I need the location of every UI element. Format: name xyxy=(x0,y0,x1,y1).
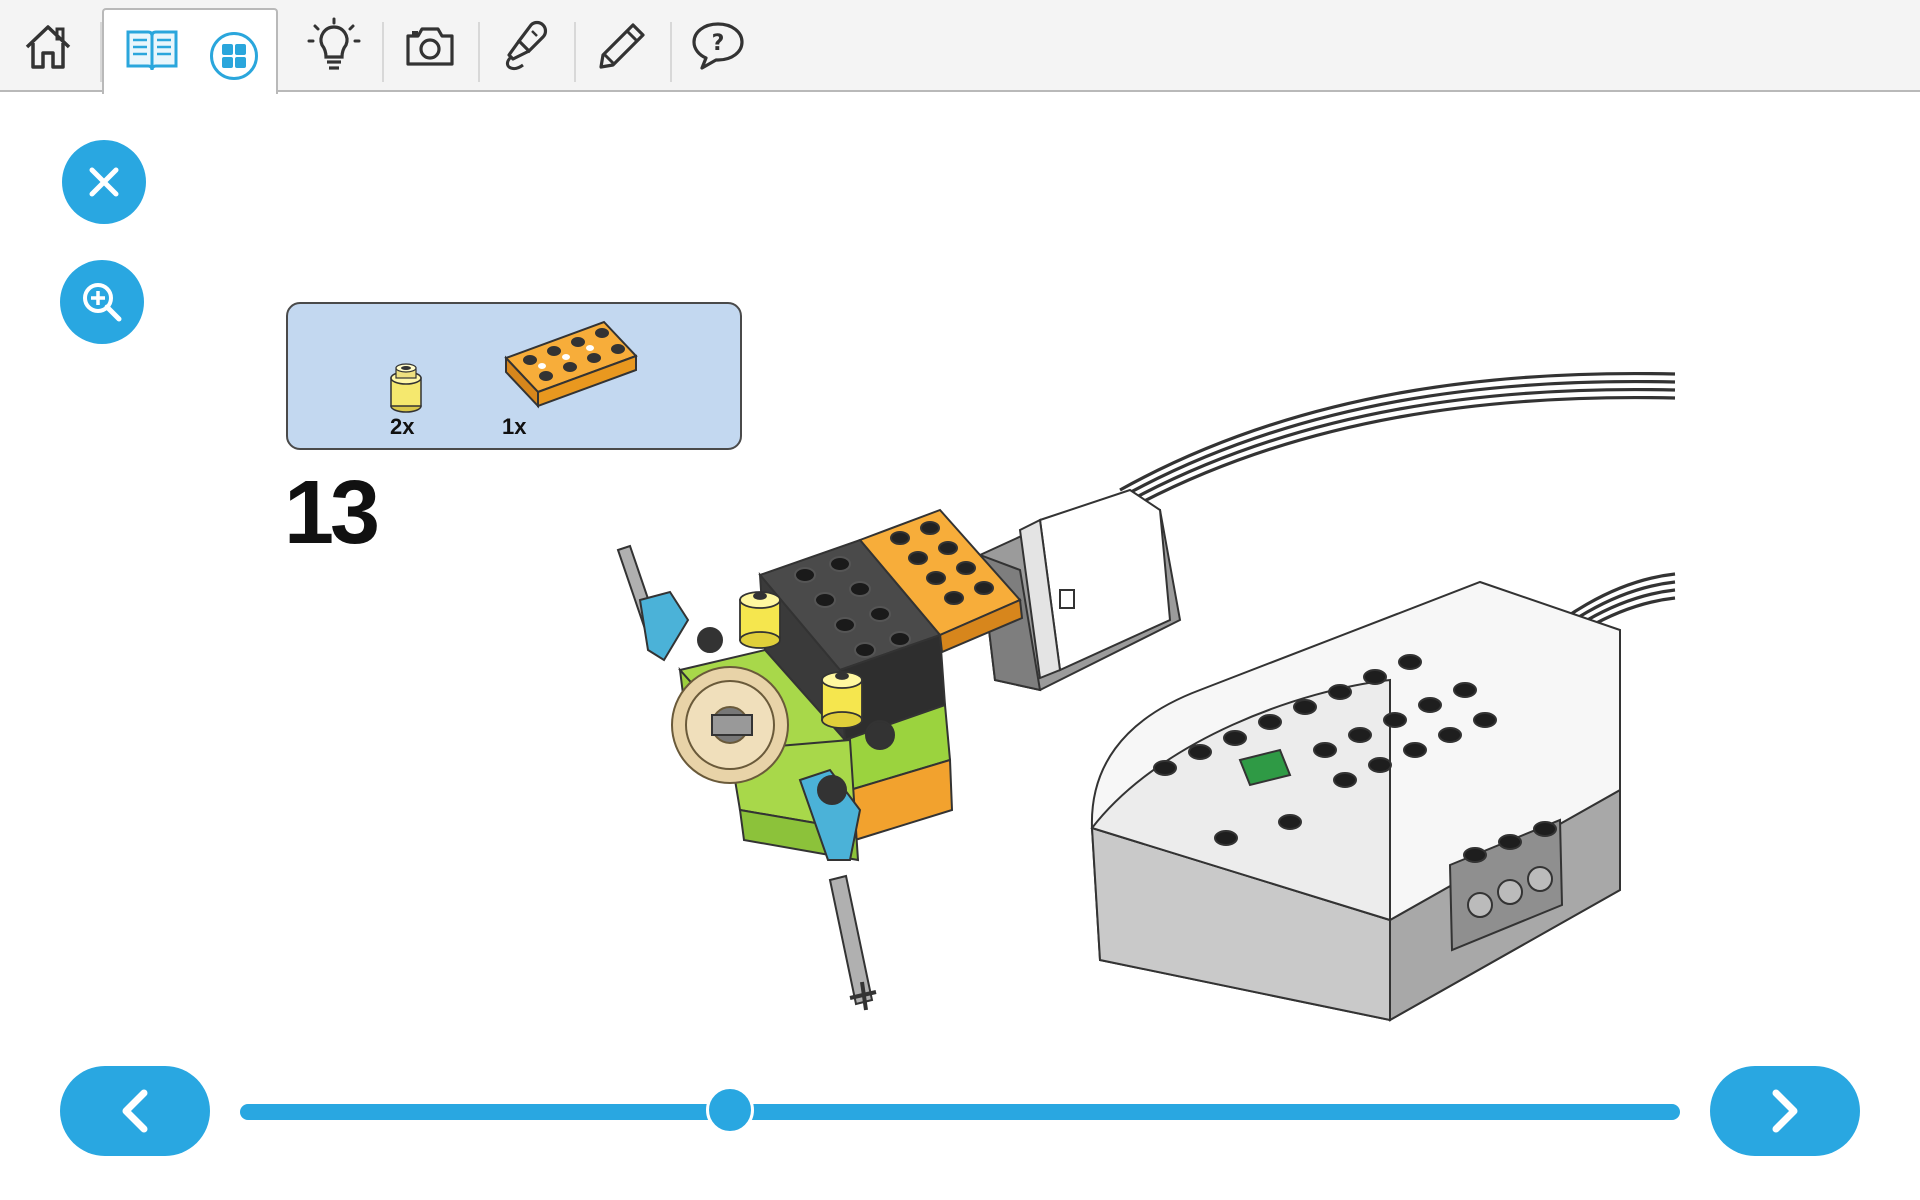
chevron-left-icon xyxy=(118,1089,152,1133)
book-icon xyxy=(124,26,180,74)
close-button[interactable] xyxy=(62,140,146,224)
step-number: 13 xyxy=(284,463,380,563)
svg-text:?: ? xyxy=(712,31,725,56)
record-button[interactable] xyxy=(478,0,574,92)
step-slider-track[interactable] xyxy=(240,1104,1680,1120)
camera-button[interactable] xyxy=(382,0,478,92)
top-toolbar: ? xyxy=(0,0,1920,94)
microphone-icon xyxy=(501,19,551,73)
step-slider-thumb[interactable] xyxy=(705,1086,754,1134)
round-plate-1x1-transparent-yellow-icon xyxy=(388,362,424,414)
pencil-icon xyxy=(597,21,647,71)
model-illustration xyxy=(600,360,1690,1040)
help-chat-icon: ? xyxy=(690,20,746,72)
ideas-button[interactable] xyxy=(286,0,382,92)
chevron-right-icon xyxy=(1768,1089,1802,1133)
home-button[interactable] xyxy=(0,0,96,92)
part-quantity: 1x xyxy=(502,414,527,439)
help-button[interactable]: ? xyxy=(670,0,766,92)
parts-list: 2x 1x xyxy=(286,302,742,450)
part-quantity: 2x xyxy=(390,414,415,439)
zoom-in-button[interactable] xyxy=(60,260,144,344)
close-icon xyxy=(86,164,122,200)
next-step-button[interactable] xyxy=(1710,1066,1860,1156)
edit-button[interactable] xyxy=(574,0,670,92)
plate-2x4-orange-icon xyxy=(504,320,638,412)
tab-build-instructions[interactable] xyxy=(102,8,278,94)
zoom-in-icon xyxy=(80,280,124,324)
home-icon xyxy=(21,19,75,73)
grid-icon[interactable] xyxy=(210,32,258,80)
previous-step-button[interactable] xyxy=(60,1066,210,1156)
lightbulb-icon xyxy=(307,17,361,75)
camera-icon xyxy=(404,24,456,68)
